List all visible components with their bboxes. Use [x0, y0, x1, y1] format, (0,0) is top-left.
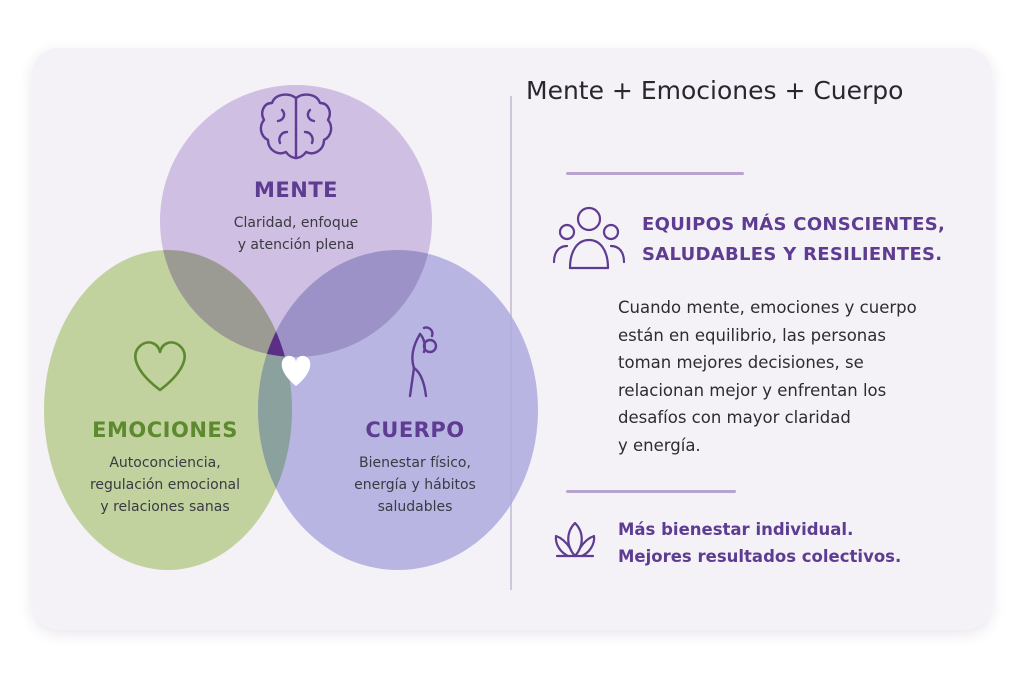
- group-people-icon: [552, 206, 626, 270]
- footer-text: Más bienestar individual. Mejores result…: [618, 520, 902, 566]
- stretching-person-icon: [408, 326, 438, 398]
- cuerpo-title: CUERPO: [365, 418, 465, 442]
- emociones-title: EMOCIONES: [92, 418, 238, 442]
- mente-emociones-overlap: [160, 250, 292, 357]
- heart-outline-icon: [134, 341, 186, 392]
- brain-icon: [259, 93, 333, 160]
- heart-filled-icon: [281, 355, 311, 386]
- emociones-description: Autoconciencia, regulación emocional y r…: [89, 455, 241, 515]
- mente-title: MENTE: [254, 178, 338, 202]
- footer-divider: [566, 490, 736, 493]
- mente-description: Claridad, enfoque y atención plena: [233, 215, 359, 253]
- lotus-icon: [554, 521, 596, 558]
- cuerpo-description: Bienestar físico, energía y hábitos salu…: [354, 455, 476, 515]
- panel-title: Mente + Emociones + Cuerpo: [526, 76, 904, 105]
- mente-cuerpo-overlap: [258, 250, 432, 357]
- teams-heading: EQUIPOS MÁS CONSCIENTES, SALUDABLES Y RE…: [642, 214, 946, 265]
- body-paragraph: Cuando mente, emociones y cuerpo están e…: [618, 298, 917, 455]
- title-underline: [566, 172, 744, 175]
